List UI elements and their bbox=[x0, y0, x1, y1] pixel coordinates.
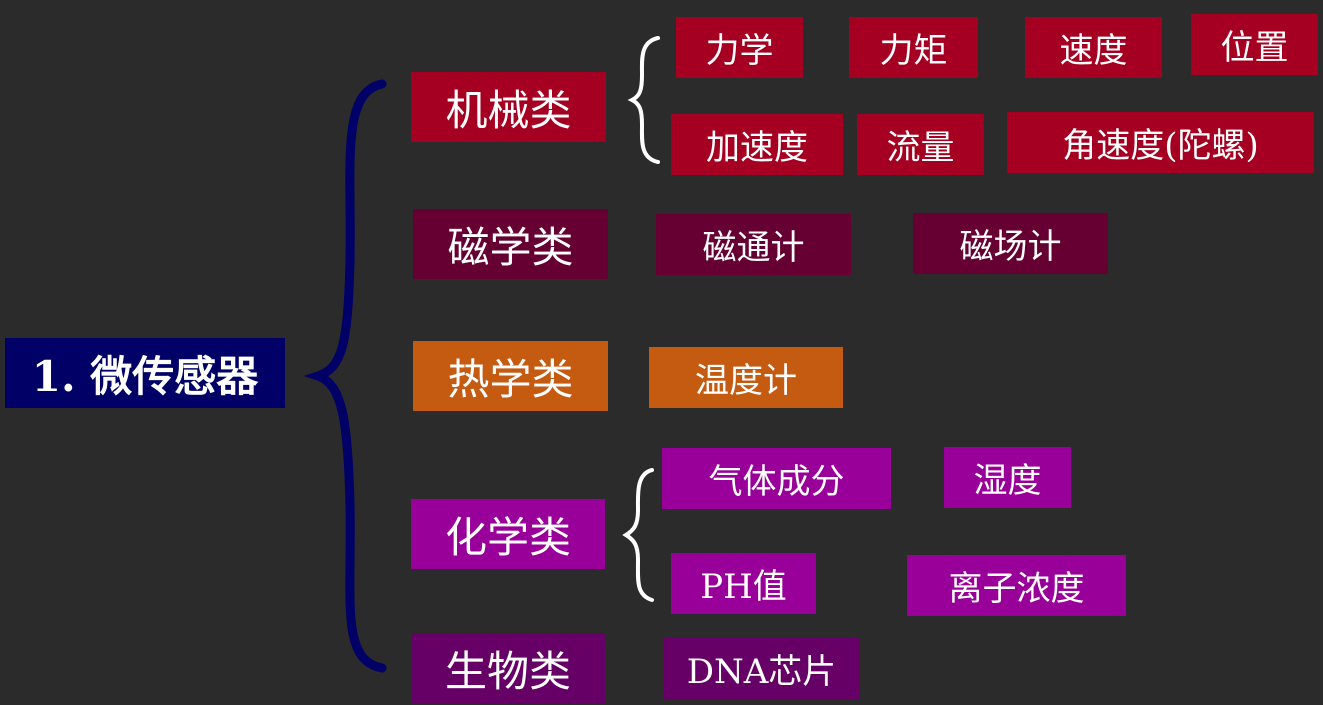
item-mechanics-label: 力学 bbox=[705, 31, 774, 71]
category-thermal: 热学类 bbox=[413, 341, 608, 411]
mechanical-brace bbox=[627, 36, 660, 164]
item-velocity: 速度 bbox=[1025, 17, 1162, 78]
category-magnetic-label: 磁学类 bbox=[447, 222, 574, 272]
category-magnetic: 磁学类 bbox=[413, 209, 608, 279]
main-brace bbox=[303, 79, 387, 673]
item-angular-velocity-label: 角速度(陀螺) bbox=[1062, 126, 1259, 166]
item-mechanics: 力学 bbox=[676, 17, 803, 78]
item-thermometer-label: 温度计 bbox=[695, 361, 797, 401]
item-gas-composition-label: 气体成分 bbox=[708, 462, 845, 502]
item-humidity-label: 湿度 bbox=[973, 461, 1042, 501]
item-acceleration-label: 加速度 bbox=[706, 128, 808, 168]
item-magnetometer-label: 磁场计 bbox=[959, 227, 1062, 267]
category-thermal-label: 热学类 bbox=[447, 354, 574, 404]
item-velocity-label: 速度 bbox=[1059, 31, 1128, 71]
item-position-label: 位置 bbox=[1220, 28, 1289, 68]
category-chemical-label: 化学类 bbox=[444, 512, 571, 562]
item-torque: 力矩 bbox=[849, 17, 978, 78]
item-flow: 流量 bbox=[857, 114, 984, 175]
chemical-brace bbox=[622, 468, 654, 602]
item-fluxmeter-label: 磁通计 bbox=[702, 228, 805, 268]
item-torque-label: 力矩 bbox=[879, 31, 948, 71]
item-magnetometer: 磁场计 bbox=[913, 213, 1108, 274]
item-flow-label: 流量 bbox=[886, 128, 955, 168]
item-ph-value-label: PH值 bbox=[700, 567, 787, 607]
item-humidity: 湿度 bbox=[944, 447, 1071, 508]
item-thermometer: 温度计 bbox=[649, 347, 843, 408]
category-mechanical: 机械类 bbox=[411, 72, 606, 142]
item-angular-velocity: 角速度(陀螺) bbox=[1007, 112, 1314, 173]
category-biological-label: 生物类 bbox=[444, 646, 571, 696]
category-mechanical-label: 机械类 bbox=[445, 85, 572, 135]
root-node: 1. 微传感器 bbox=[5, 338, 285, 408]
item-ion-concentration-label: 离子浓度 bbox=[948, 569, 1085, 609]
item-ion-concentration: 离子浓度 bbox=[907, 555, 1126, 616]
item-acceleration: 加速度 bbox=[671, 114, 843, 175]
item-gas-composition: 气体成分 bbox=[662, 448, 891, 509]
item-dna-chip: DNA芯片 bbox=[664, 638, 859, 699]
item-ph-value: PH值 bbox=[671, 553, 816, 614]
item-position: 位置 bbox=[1191, 14, 1318, 75]
root-label: 1. 微传感器 bbox=[31, 351, 259, 401]
category-biological: 生物类 bbox=[411, 633, 605, 703]
item-dna-chip-label: DNA芯片 bbox=[686, 652, 837, 692]
item-fluxmeter: 磁通计 bbox=[656, 214, 851, 275]
category-chemical: 化学类 bbox=[411, 499, 605, 569]
